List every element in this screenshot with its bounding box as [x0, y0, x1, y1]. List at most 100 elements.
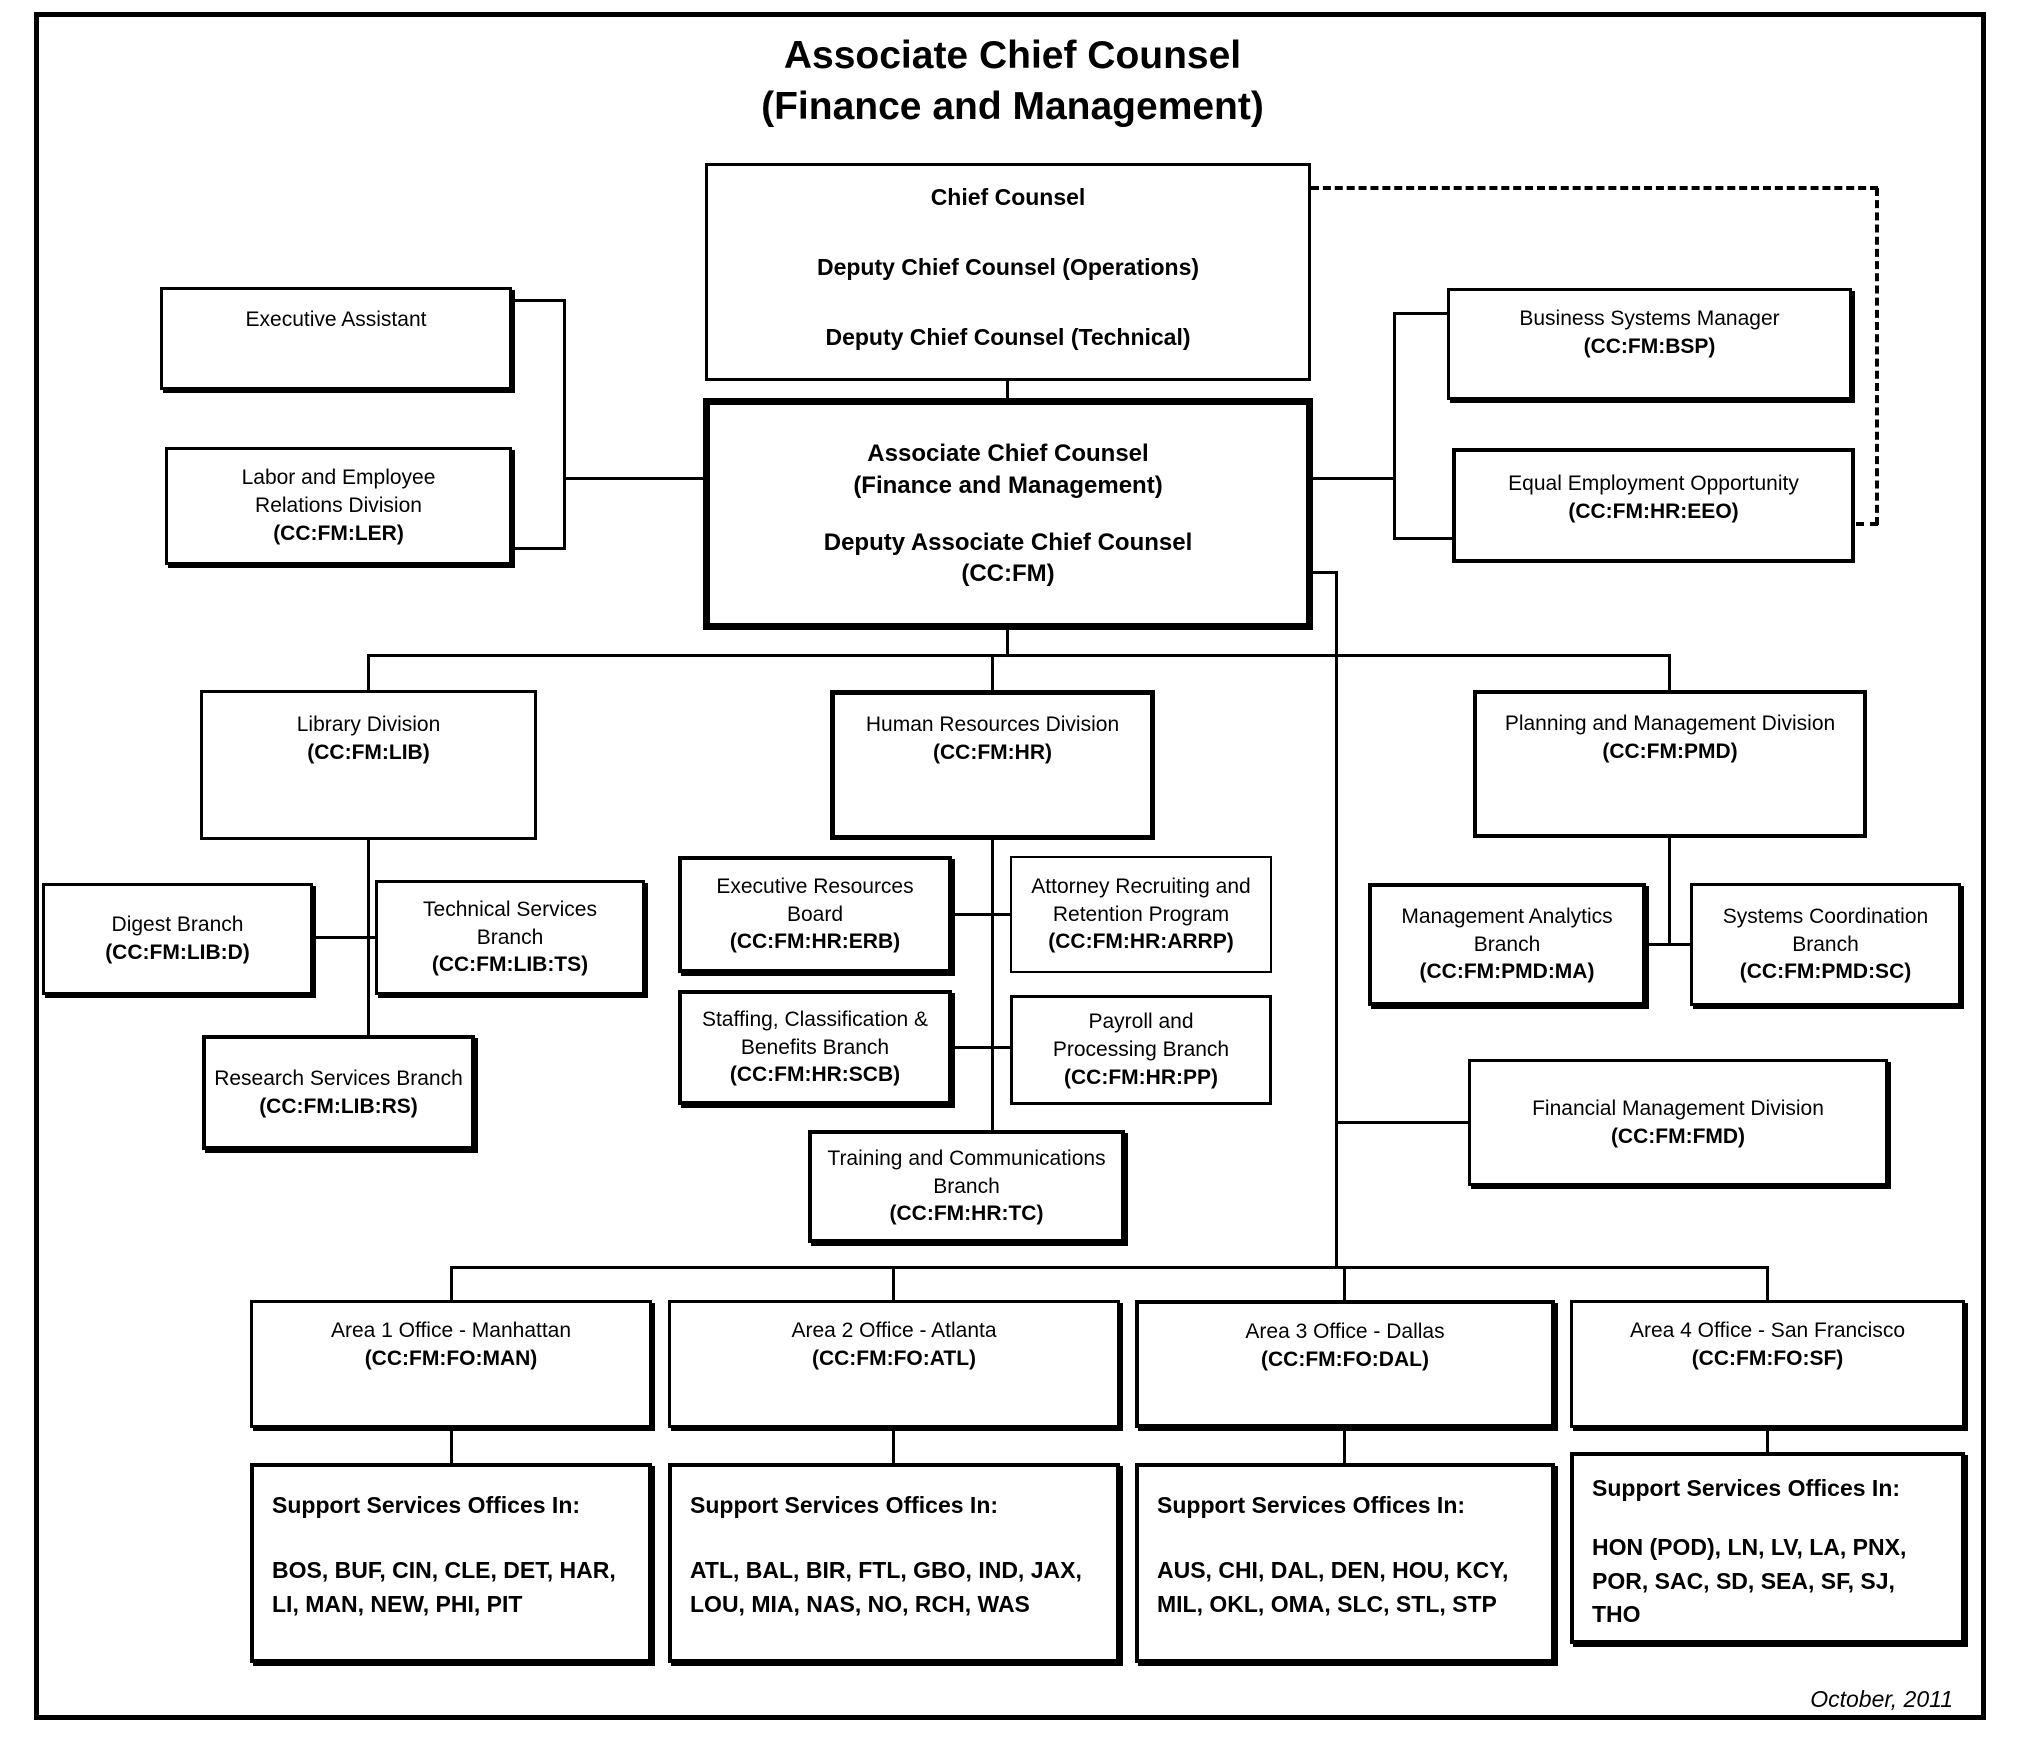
- box-title: Area 3 Office - Dallas: [1245, 1320, 1445, 1343]
- connector-analytics-syscoord-stub: [1646, 943, 1690, 946]
- connector-dashed-eeo-stub: [1856, 522, 1878, 526]
- acc-line3: Deputy Associate Chief Counsel: [823, 528, 1193, 556]
- box-title: Financial Management Division: [1532, 1096, 1824, 1120]
- connector-drop-pmd: [1668, 656, 1671, 690]
- box-title: Training and Communications Branch: [827, 1146, 1106, 1198]
- box-code: (CC:FM:PMD:MA): [1419, 960, 1595, 984]
- box-title: Area 4 Office - San Francisco: [1629, 1319, 1906, 1342]
- box-code: (CC:FM:HR:PP): [1064, 1065, 1218, 1089]
- chart-date: October, 2011: [1810, 1686, 1953, 1712]
- box-code: (CC:FM:FO:DAL): [1261, 1347, 1429, 1371]
- org-box-digest-branch: Digest Branch (CC:FM:LIB:D): [42, 883, 313, 995]
- connector-eeo-stub: [1393, 537, 1452, 540]
- box-code: (CC:FM:LIB): [307, 740, 430, 764]
- box-code: (CC:FM:FO:ATL): [811, 1346, 977, 1370]
- connector-bsm-stub: [1393, 312, 1447, 315]
- support-services-city-list: AUS, CHI, DAL, DEN, HOU, KCY, MIL, OKL, …: [1157, 1557, 1509, 1617]
- acc-group-1: Associate Chief Counsel (Finance and Man…: [720, 438, 1296, 501]
- support-services-city-list: BOS, BUF, CIN, CLE, DET, HAR, LI, MAN, N…: [272, 1557, 616, 1617]
- chief-counsel-line: Chief Counsel: [930, 184, 1086, 210]
- connector-left-trunk: [563, 299, 566, 550]
- box-code: (CC:FM:FMD): [1610, 1124, 1746, 1148]
- connector-division-bus: [367, 654, 1671, 657]
- box-title: Human Resources Division: [865, 713, 1120, 736]
- connector-fmd-branch: [1337, 1121, 1468, 1124]
- connector-pmd-trunk: [1668, 838, 1671, 946]
- acc-line2: (Finance and Management): [853, 471, 1163, 499]
- box-title: Executive Assistant: [245, 308, 427, 331]
- connector-area3-to-support: [1343, 1428, 1346, 1463]
- box-title: Payroll and Processing Branch: [1052, 1010, 1230, 1062]
- support-services-header: Support Services Offices In:: [272, 1492, 581, 1518]
- org-box-attorney-recruiting-retention-program: Attorney Recruiting and Retention Progra…: [1010, 856, 1272, 973]
- connector-labor-stub: [512, 547, 566, 550]
- connector-left-trunk-to-acc: [563, 477, 703, 480]
- org-box-executive-resources-board: Executive Resources Board (CC:FM:HR:ERB): [678, 856, 952, 973]
- org-box-support-services-area3: Support Services Offices In: AUS, CHI, D…: [1135, 1463, 1555, 1663]
- connector-acc-to-right-trunk: [1313, 477, 1395, 480]
- org-box-staffing-classification-benefits-branch: Staffing, Classification & Benefits Bran…: [678, 990, 952, 1105]
- page-title-line2: (Finance and Management): [761, 85, 1264, 129]
- org-box-human-resources-division: Human Resources Division (CC:FM:HR): [830, 690, 1155, 840]
- connector-drop-area2: [892, 1268, 895, 1300]
- org-box-library-division: Library Division (CC:FM:LIB): [200, 690, 537, 840]
- box-title: Area 1 Office - Manhattan: [330, 1319, 572, 1342]
- org-box-systems-coordination-branch: Systems Coordination Branch (CC:FM:PMD:S…: [1690, 883, 1961, 1006]
- connector-executive-assistant-stub: [512, 299, 566, 302]
- org-box-chief-counsel: Chief Counsel Deputy Chief Counsel (Oper…: [705, 163, 1311, 381]
- connector-drop-area3: [1343, 1268, 1346, 1300]
- connector-area1-to-support: [450, 1428, 453, 1463]
- connector-drop-hr: [991, 656, 994, 690]
- box-title: Equal Employment Opportunity: [1508, 472, 1799, 495]
- box-title: Planning and Management Division: [1504, 712, 1836, 735]
- connector-dashed-chief-to-eeo-horizontal: [1311, 186, 1878, 190]
- box-code: (CC:FM:HR:SCB): [729, 1063, 901, 1087]
- box-title: Systems Coordination Branch: [1722, 904, 1929, 956]
- connector-area2-to-support: [892, 1428, 895, 1463]
- org-box-training-communications-branch: Training and Communications Branch (CC:F…: [808, 1130, 1125, 1243]
- box-code: (CC:FM:LER): [273, 521, 404, 545]
- org-box-area2-office-atlanta: Area 2 Office - Atlanta (CC:FM:FO:ATL): [668, 1300, 1120, 1428]
- box-title: Area 2 Office - Atlanta: [791, 1319, 997, 1342]
- box-code: (CC:FM:FO:SF): [1691, 1346, 1844, 1370]
- connector-area-bus: [450, 1266, 1769, 1269]
- connector-dashed-chief-to-eeo-vertical: [1875, 188, 1879, 525]
- box-code: (CC:FM:LIB:TS): [431, 953, 589, 977]
- box-title: Digest Branch: [111, 913, 244, 937]
- org-box-business-systems-manager: Business Systems Manager (CC:FM:BSP): [1447, 288, 1852, 400]
- org-box-planning-management-division: Planning and Management Division (CC:FM:…: [1473, 690, 1867, 838]
- box-code: (CC:FM:HR:EEO): [1568, 499, 1739, 523]
- box-code: (CC:FM:PMD:SC): [1739, 960, 1912, 984]
- box-title: Technical Services Branch: [423, 897, 597, 949]
- org-box-area1-office-manhattan: Area 1 Office - Manhattan (CC:FM:FO:MAN): [250, 1300, 652, 1428]
- acc-line4: (CC:FM): [961, 560, 1055, 588]
- box-code: (CC:FM:HR:ERB): [729, 930, 901, 954]
- org-box-associate-chief-counsel-finance-management: Associate Chief Counsel (Finance and Man…: [703, 398, 1313, 630]
- box-code: (CC:FM:FO:MAN): [364, 1346, 538, 1370]
- connector-scb-payroll-stub: [952, 1046, 1010, 1049]
- box-code: (CC:FM:HR): [933, 740, 1052, 764]
- box-title: Library Division: [296, 713, 441, 736]
- org-box-equal-employment-opportunity: Equal Employment Opportunity (CC:FM:HR:E…: [1452, 448, 1855, 563]
- support-services-header: Support Services Offices In:: [1592, 1475, 1901, 1501]
- org-box-financial-management-division: Financial Management Division (CC:FM:FMD…: [1468, 1059, 1888, 1186]
- org-box-executive-assistant: Executive Assistant: [160, 287, 512, 390]
- connector-right-trunk: [1393, 312, 1396, 540]
- box-code: (CC:FM:HR:TC): [889, 1202, 1044, 1226]
- connector-chief-to-acc: [1006, 381, 1009, 398]
- org-box-area4-office-san-francisco: Area 4 Office - San Francisco (CC:FM:FO:…: [1570, 1300, 1965, 1428]
- deputy-chief-counsel-operations-line: Deputy Chief Counsel (Operations): [816, 253, 1200, 280]
- connector-acc-right-bottom-stub: [1313, 571, 1337, 574]
- deputy-chief-counsel-technical-line: Deputy Chief Counsel (Technical): [825, 323, 1191, 350]
- acc-line1: Associate Chief Counsel: [867, 440, 1149, 468]
- box-code: (CC:FM:PMD): [1602, 739, 1738, 763]
- box-title: Labor and Employee Relations Division: [241, 466, 436, 518]
- support-services-city-list: ATL, BAL, BIR, FTL, GBO, IND, JAX, LOU, …: [690, 1557, 1082, 1617]
- support-services-city-list: HON (POD), LN, LV, LA, PNX, POR, SAC, SD…: [1592, 1534, 1907, 1628]
- org-box-area3-office-dallas: Area 3 Office - Dallas (CC:FM:FO:DAL): [1135, 1300, 1555, 1428]
- box-title: Executive Resources Board: [716, 874, 914, 926]
- org-box-labor-employee-relations-division: Labor and Employee Relations Division (C…: [165, 447, 512, 565]
- org-box-support-services-area1: Support Services Offices In: BOS, BUF, C…: [250, 1463, 652, 1663]
- box-title: Attorney Recruiting and Retention Progra…: [1031, 874, 1251, 926]
